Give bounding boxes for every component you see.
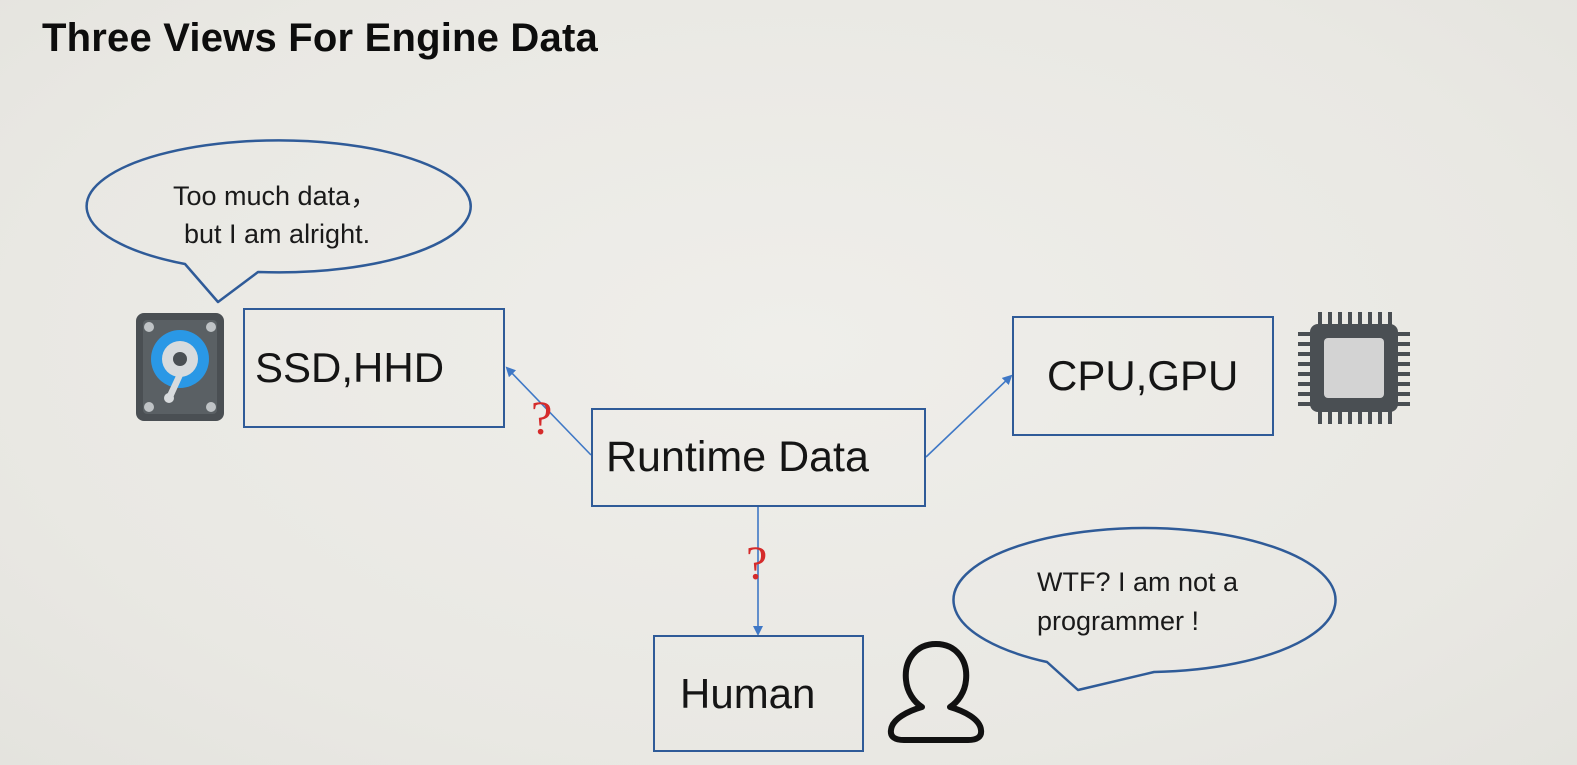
arrow-runtime-to-storage [505,366,592,456]
storage-node-label: SSD,HHD [255,344,445,391]
runtime-data-node-label: Runtime Data [606,433,869,481]
storage-bubble-line-2: but I am alright. [184,219,371,249]
human-node: Human [653,635,864,752]
human-node-label: Human [680,669,816,717]
hard-drive-icon [136,313,224,421]
runtime-data-node: Runtime Data [591,408,926,507]
cpu-chip-icon [1298,312,1410,424]
person-icon [887,641,985,743]
human-bubble-line-1: WTF? I am not a [1037,567,1239,597]
human-bubble-line-2: programmer ! [1037,606,1200,636]
slide-title: Three Views For Engine Data [42,16,598,60]
storage-speech-bubble [85,139,472,304]
processor-node: CPU,GPU [1012,316,1274,436]
arrow-runtime-to-processor [925,374,1013,458]
human-speech-bubble [952,526,1337,692]
storage-bubble-line-1: Too much data， [173,181,378,211]
storage-node: SSD,HHD [243,308,505,428]
storage-link-question-mark: ? [531,392,553,445]
processor-node-label: CPU,GPU [1047,352,1239,399]
human-link-question-mark: ? [746,537,768,590]
